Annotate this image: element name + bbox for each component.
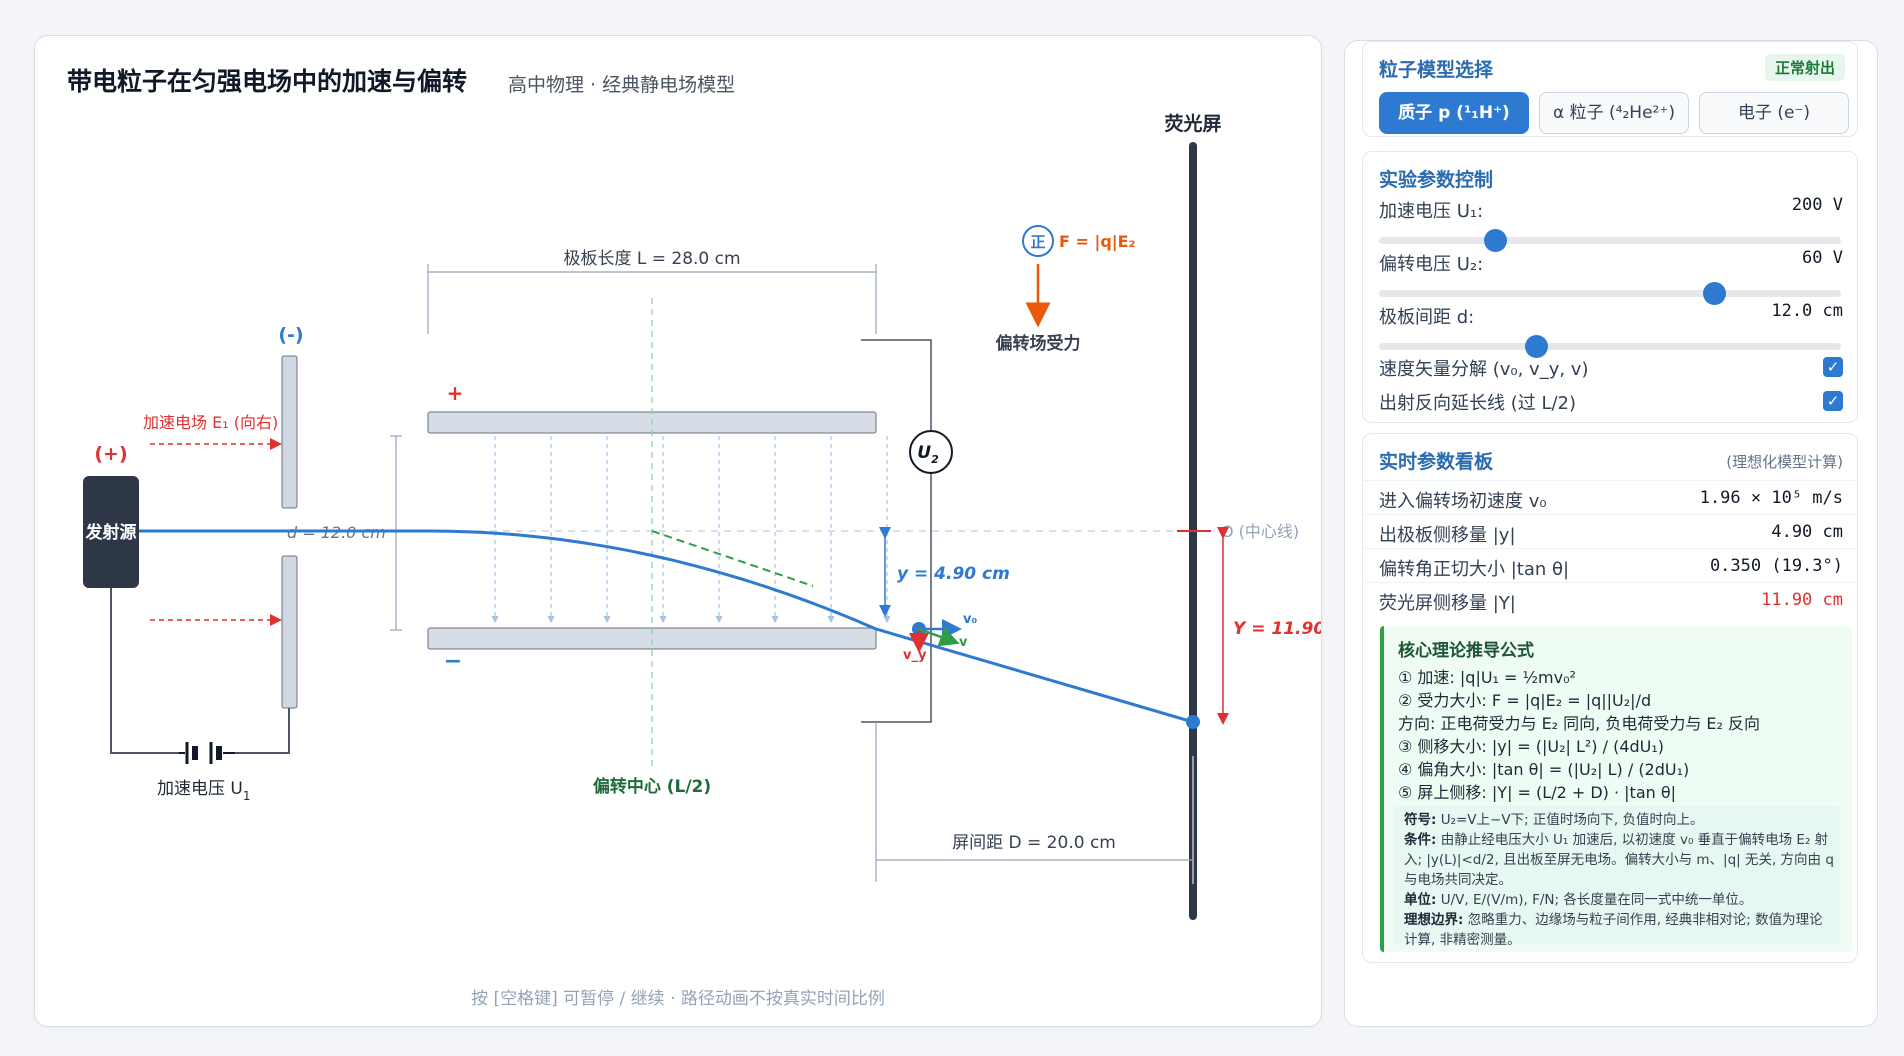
accel-plate-top bbox=[281, 355, 298, 509]
formula-line-4: ③ 侧移大小: |y| = (|U₂| L²) / (4dU₁) bbox=[1398, 737, 1665, 756]
u2-voltmeter bbox=[909, 430, 953, 474]
simulation-canvas[interactable]: 加速电压 U1 发射源 (+) (-) 加速电场 E₁ (向右) 极板长度 L … bbox=[35, 36, 1321, 1026]
reverse-extension-checkbox[interactable]: ✓ bbox=[1823, 391, 1843, 411]
y-row-value: 4.90 cm bbox=[1771, 522, 1843, 542]
d-slider-thumb[interactable] bbox=[1525, 335, 1549, 358]
dashboard-row: 进入偏转场初速度 v₀ 1.96 × 10⁵ m/s bbox=[1363, 480, 1857, 515]
screen-label: 荧光屏 bbox=[1164, 112, 1221, 135]
deflect-center-label: 偏转中心 (L/2) bbox=[593, 776, 711, 797]
u1-slider[interactable] bbox=[1379, 229, 1841, 252]
page-subtitle: 高中物理 · 经典静电场模型 bbox=[508, 74, 736, 96]
formula-line-5: ④ 偏角大小: |tan θ| = (|U₂| L) / (2dU₁) bbox=[1398, 760, 1690, 779]
force-caption: 偏转场受力 bbox=[996, 333, 1081, 354]
param-card-title: 实验参数控制 bbox=[1379, 169, 1494, 191]
tan-row-value: 0.350 (19.3°) bbox=[1709, 556, 1843, 576]
charge-sign-icon bbox=[1022, 225, 1054, 257]
vy-label: v_y bbox=[903, 648, 927, 663]
formula-line-2: ② 受力大小: F = |q|E₂ = |q||U₂|/d bbox=[1398, 691, 1652, 710]
particle-trajectory bbox=[139, 529, 1194, 724]
d-slider-label: 极板间距 d: bbox=[1379, 307, 1475, 328]
u1-slider-thumb[interactable] bbox=[1483, 229, 1507, 252]
simulation-card: 加速电压 U1 发射源 (+) (-) 加速电场 E₁ (向右) 极板长度 L … bbox=[34, 35, 1322, 1027]
force-formula: F = |q|E₂ bbox=[1059, 232, 1136, 252]
dashboard-row: 偏转角正切大小 |tan θ| 0.350 (19.3°) bbox=[1363, 548, 1857, 583]
y-row-label: 出极板侧移量 |y| bbox=[1379, 525, 1516, 546]
u2-slider-label: 偏转电压 U₂: bbox=[1379, 254, 1484, 275]
charge-sign-label: 正 bbox=[1030, 233, 1045, 251]
model-electron-button[interactable]: 电子 (e⁻) bbox=[1699, 92, 1849, 134]
dashboard-note: (理想化模型计算) bbox=[1726, 453, 1843, 471]
screen-distance-label: 屏间距 D = 20.0 cm bbox=[952, 833, 1116, 853]
particle-source bbox=[83, 476, 139, 588]
v-label: v bbox=[959, 635, 968, 650]
deflect-circuit bbox=[861, 339, 932, 723]
screen-hit-point bbox=[1186, 715, 1200, 729]
v0-row-label: 进入偏转场初速度 v₀ bbox=[1379, 491, 1547, 512]
u2-slider-value: 60 V bbox=[1802, 248, 1843, 268]
top-plate-polarity-label: + bbox=[447, 381, 464, 405]
page-title: 带电粒子在匀强电场中的加速与偏转 bbox=[67, 67, 468, 96]
status-badge: 正常射出 bbox=[1764, 54, 1845, 81]
deflect-field-lines bbox=[491, 436, 891, 624]
velocity-decomp-label: 速度矢量分解 (v₀, v_y, v) bbox=[1379, 359, 1589, 380]
notes-box: 符号: U₂=V上−V下; 正值时场向下, 负值时向上。 条件: 由静止经电压大… bbox=[1394, 806, 1840, 948]
center-line-label: O (中心线) bbox=[1221, 522, 1299, 541]
u2-slider-thumb[interactable] bbox=[1702, 282, 1726, 305]
accel-plate-bottom bbox=[281, 555, 298, 709]
note-ideal: 理想边界: 忽略重力、边缘场与粒子间作用, 经典非相对论; 数值为理论计算, 非… bbox=[1404, 912, 1823, 948]
dashboard-row: 荧光屏侧移量 |Y| 11.90 cm bbox=[1363, 582, 1857, 617]
model-alpha-button[interactable]: α 粒子 (⁴₂He²⁺) bbox=[1539, 92, 1689, 134]
y-displacement-label: y = 4.90 cm bbox=[897, 564, 1010, 584]
formula-title: 核心理论推导公式 bbox=[1398, 641, 1534, 661]
param-control-card: 实验参数控制 加速电压 U₁: 200 V 偏转电压 U₂: 60 V 极板间距… bbox=[1362, 151, 1858, 423]
v-vector bbox=[918, 627, 960, 647]
d-slider[interactable] bbox=[1379, 335, 1841, 358]
dashboard-title: 实时参数看板 bbox=[1379, 451, 1494, 473]
model-card-title: 粒子模型选择 bbox=[1379, 59, 1494, 81]
u2-slider[interactable] bbox=[1379, 282, 1841, 305]
formula-line-6: ⑤ 屏上侧移: |Y| = (L/2 + D) · |tan θ| bbox=[1398, 783, 1677, 802]
screen-y-row-value: 11.90 cm bbox=[1761, 590, 1843, 610]
accel-voltage-label: 加速电压 U1 bbox=[157, 779, 251, 803]
reverse-extension-line bbox=[651, 530, 814, 587]
v0-row-value: 1.96 × 10⁵ m/s bbox=[1699, 488, 1843, 508]
bottom-plate-polarity-label: − bbox=[444, 649, 462, 674]
accel-circuit bbox=[110, 588, 290, 754]
screen-y-row-label: 荧光屏侧移量 |Y| bbox=[1379, 593, 1516, 614]
u1-slider-label: 加速电压 U₁: bbox=[1379, 201, 1484, 222]
control-panel: 粒子模型选择 正常射出 质子 p (¹₁H⁺) α 粒子 (⁴₂He²⁺) 电子… bbox=[1344, 40, 1878, 1027]
velocity-decomp-checkbox[interactable]: ✓ bbox=[1823, 357, 1843, 377]
model-selection-card: 粒子模型选择 正常射出 质子 p (¹₁H⁺) α 粒子 (⁴₂He²⁺) 电子… bbox=[1362, 41, 1858, 137]
dashboard-row: 出极板侧移量 |y| 4.90 cm bbox=[1363, 514, 1857, 549]
formula-line-1: ① 加速: |q|U₁ = ½mv₀² bbox=[1398, 668, 1576, 687]
accel-field-label: 加速电场 E₁ (向右) bbox=[143, 413, 278, 432]
tan-row-label: 偏转角正切大小 |tan θ| bbox=[1379, 559, 1570, 580]
note-condition: 条件: 由静止经电压大小 U₁ 加速后, 以初速度 v₀ 垂直于偏转电场 E₂ … bbox=[1404, 832, 1834, 888]
v0-label: v₀ bbox=[963, 612, 977, 627]
battery-icon bbox=[179, 742, 235, 764]
note-sign: 符号: U₂=V上−V下; 正值时场向下, 负值时向上。 bbox=[1404, 812, 1704, 828]
d-slider-value: 12.0 cm bbox=[1771, 301, 1843, 321]
keyboard-hint: 按 [空格键] 可暂停 / 继续 · 路径动画不按真实时间比例 bbox=[471, 989, 885, 1009]
reverse-extension-label: 出射反向延长线 (过 L/2) bbox=[1379, 393, 1577, 414]
accel-plate-polarity-label: (-) bbox=[278, 324, 303, 346]
dashboard-card: 实时参数看板 (理想化模型计算) 进入偏转场初速度 v₀ 1.96 × 10⁵ … bbox=[1362, 433, 1858, 963]
u2-voltmeter-label: U2 bbox=[917, 443, 939, 466]
plate-length-label: 极板长度 L = 28.0 cm bbox=[563, 249, 740, 269]
source-polarity-label: (+) bbox=[94, 443, 127, 465]
u1-slider-value: 200 V bbox=[1791, 195, 1843, 215]
source-label: 发射源 bbox=[85, 522, 137, 543]
model-proton-button[interactable]: 质子 p (¹₁H⁺) bbox=[1379, 92, 1529, 134]
formula-box: 核心理论推导公式 ① 加速: |q|U₁ = ½mv₀² ② 受力大小: F =… bbox=[1380, 626, 1852, 952]
note-units: 单位: U/V, E/(V/m), F/N; 各长度量在同一式中统一单位。 bbox=[1404, 892, 1753, 908]
screen-displacement-label: Y = 11.90 cm bbox=[1233, 619, 1321, 639]
formula-line-3: 方向: 正电荷受力与 E₂ 同向, 负电荷受力与 E₂ 反向 bbox=[1398, 714, 1761, 733]
